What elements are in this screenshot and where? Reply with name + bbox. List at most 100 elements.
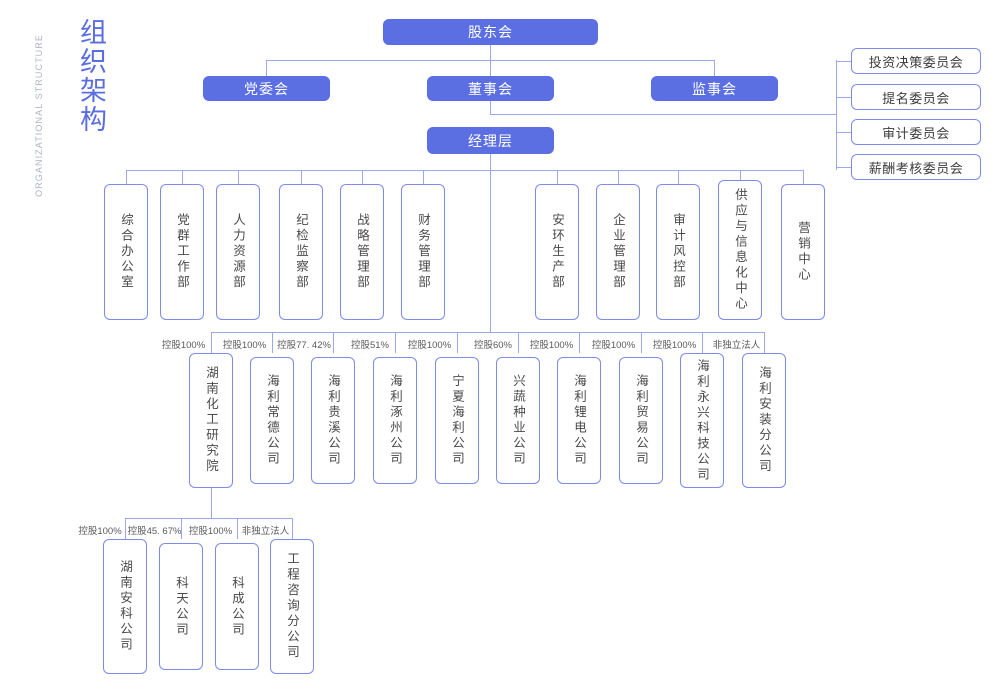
subsidiary-label-4: 宁夏海利公司 <box>450 374 464 467</box>
dept-label-1: 党群工作部 <box>175 213 189 291</box>
connector-dept-drop-9 <box>740 170 742 184</box>
connector-dept-drop-8 <box>678 170 680 184</box>
subsub-node-0[interactable]: 湖南安科公司 <box>103 539 147 674</box>
connector-sub-drop-7 <box>641 332 643 353</box>
node-nomination-committee[interactable]: 提名委员会 <box>851 84 981 110</box>
connector-sub-drop-9 <box>764 332 766 353</box>
node-shareholders-meeting[interactable]: 股东会 <box>383 19 598 45</box>
dept-label-3: 纪检监察部 <box>294 213 308 291</box>
dept-node-4[interactable]: 战略管理部 <box>340 184 384 320</box>
connector-dept-drop-10 <box>803 170 805 184</box>
connector-l2-drop-2 <box>714 60 716 77</box>
node-investment-decision-committee[interactable]: 投资决策委员会 <box>851 48 981 74</box>
dept-label-9: 供应与信息化中心 <box>733 188 747 312</box>
connector-subsub-drop-2 <box>237 518 239 539</box>
subsidiary-node-5[interactable]: 兴蔬种业公司 <box>496 357 540 484</box>
subsub-label-3: 工程咨询分公司 <box>285 552 299 661</box>
subsidiary-label-3: 海利涿州公司 <box>388 374 402 467</box>
connector-committee-drop-0 <box>836 61 852 63</box>
subsub-equity-label-3: 非独立法人 <box>241 526 290 537</box>
node-management-layer[interactable]: 经理层 <box>427 127 554 154</box>
connector-dept-drop-1 <box>182 170 184 184</box>
node-board-of-directors[interactable]: 董事会 <box>427 76 554 101</box>
node-board-of-supervisors[interactable]: 监事会 <box>651 76 778 101</box>
connector-sub-drop-5 <box>518 332 520 353</box>
equity-label-4: 控股100% <box>407 340 452 351</box>
page-title-cn: 组织架构 <box>76 18 106 134</box>
dept-node-5[interactable]: 财务管理部 <box>401 184 445 320</box>
subsidiary-label-2: 海利贵溪公司 <box>326 374 340 467</box>
subsidiary-node-4[interactable]: 宁夏海利公司 <box>435 357 479 484</box>
dept-node-1[interactable]: 党群工作部 <box>160 184 204 320</box>
connector-committee-bus <box>836 60 838 170</box>
subsidiary-node-1[interactable]: 海利常德公司 <box>250 357 294 484</box>
dept-label-8: 审计风控部 <box>671 213 685 291</box>
equity-label-2: 控股77. 42% <box>277 340 331 351</box>
connector-subsub-drop-3 <box>292 518 294 539</box>
connector-sub-drop-4 <box>457 332 459 353</box>
connector-sub-drop-0 <box>211 332 213 353</box>
subsub-label-2: 科成公司 <box>230 575 244 638</box>
dept-node-0[interactable]: 综合办公室 <box>104 184 148 320</box>
dept-label-7: 企业管理部 <box>611 213 625 291</box>
connector-sub-drop-1 <box>272 332 274 353</box>
node-party-committee[interactable]: 党委会 <box>203 76 330 101</box>
connector-sub-bus <box>211 332 764 334</box>
equity-label-7: 控股100% <box>591 340 636 351</box>
page-title-en: ORGANIZATIONAL STRUCTURE <box>34 34 44 197</box>
subsidiary-node-8[interactable]: 海利永兴科技公司 <box>680 353 724 488</box>
dept-node-3[interactable]: 纪检监察部 <box>279 184 323 320</box>
connector-subsub-bus <box>125 518 292 520</box>
subsidiary-label-1: 海利常德公司 <box>265 374 279 467</box>
dept-node-2[interactable]: 人力资源部 <box>216 184 260 320</box>
subsidiary-node-3[interactable]: 海利涿州公司 <box>373 357 417 484</box>
equity-label-5: 控股60% <box>473 340 512 351</box>
connector-subsub-drop-1 <box>181 518 183 539</box>
subsidiary-node-0[interactable]: 湖南化工研究院 <box>189 353 233 488</box>
subsub-label-0: 湖南安科公司 <box>118 560 132 653</box>
subsub-equity-label-1: 控股45. 67% <box>127 526 182 537</box>
subsidiary-label-7: 海利贸易公司 <box>634 374 648 467</box>
equity-label-8: 控股100% <box>652 340 697 351</box>
connector-committee-drop-1 <box>836 97 852 99</box>
connector-sub-stem <box>490 154 492 332</box>
equity-label-3: 控股51% <box>350 340 389 351</box>
connector-l2-drop-1 <box>490 60 492 77</box>
dept-node-6[interactable]: 安环生产部 <box>535 184 579 320</box>
dept-label-0: 综合办公室 <box>119 213 133 291</box>
connector-sub-drop-6 <box>579 332 581 353</box>
node-compensation-committee[interactable]: 薪酬考核委员会 <box>851 154 981 180</box>
connector-l1-stem <box>490 45 492 61</box>
dept-node-7[interactable]: 企业管理部 <box>596 184 640 320</box>
subsub-node-1[interactable]: 科天公司 <box>159 543 203 670</box>
connector-committee-drop-2 <box>836 132 852 134</box>
dept-node-8[interactable]: 审计风控部 <box>656 184 700 320</box>
equity-label-0: 控股100% <box>161 340 206 351</box>
connector-subsub-drop-0 <box>125 518 127 539</box>
subsidiary-node-7[interactable]: 海利贸易公司 <box>619 357 663 484</box>
subsub-node-3[interactable]: 工程咨询分公司 <box>270 539 314 674</box>
dept-label-4: 战略管理部 <box>355 213 369 291</box>
connector-dept-drop-6 <box>557 170 559 184</box>
dept-label-2: 人力资源部 <box>231 213 245 291</box>
subsidiary-node-6[interactable]: 海利锂电公司 <box>557 357 601 484</box>
subsub-equity-label-2: 控股100% <box>188 526 233 537</box>
connector-dept-drop-7 <box>618 170 620 184</box>
subsidiary-node-9[interactable]: 海利安装分公司 <box>742 353 786 488</box>
connector-dept-drop-4 <box>362 170 364 184</box>
node-audit-committee[interactable]: 审计委员会 <box>851 119 981 145</box>
subsub-label-1: 科天公司 <box>174 575 188 638</box>
dept-node-9[interactable]: 供应与信息化中心 <box>718 180 762 320</box>
connector-committee-feed <box>490 114 837 116</box>
connector-l2-drop-0 <box>266 60 268 77</box>
subsidiary-label-0: 湖南化工研究院 <box>204 366 218 475</box>
connector-dept-drop-5 <box>423 170 425 184</box>
equity-label-9: 非独立法人 <box>712 340 761 351</box>
connector-subsub-stem <box>211 488 213 518</box>
dept-label-10: 营销中心 <box>796 221 810 283</box>
dept-node-10[interactable]: 营销中心 <box>781 184 825 320</box>
subsidiary-node-2[interactable]: 海利贵溪公司 <box>311 357 355 484</box>
subsidiary-label-9: 海利安装分公司 <box>757 366 771 475</box>
subsub-node-2[interactable]: 科成公司 <box>215 543 259 670</box>
